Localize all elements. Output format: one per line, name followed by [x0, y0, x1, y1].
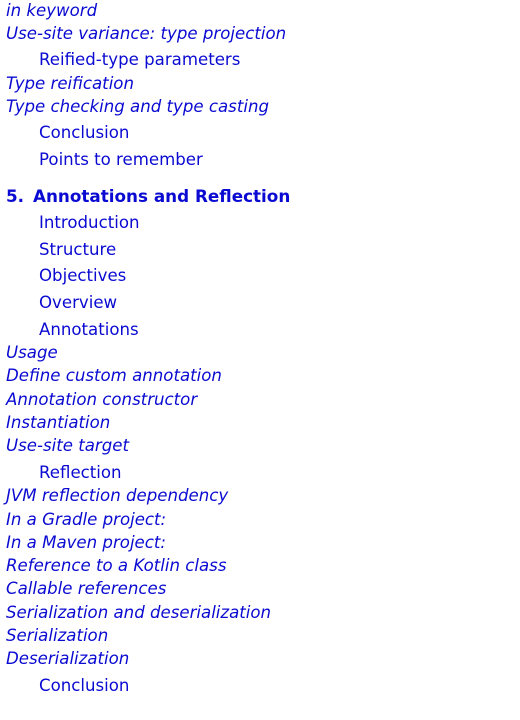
toc-link-conclusion-5[interactable]: Conclusion — [39, 676, 130, 695]
toc-link-instantiation[interactable]: Instantiation — [6, 413, 111, 432]
toc-link-introduction[interactable]: Introduction — [39, 213, 140, 232]
toc-link-reference-kotlin-class[interactable]: Reference to a Kotlin class — [6, 556, 227, 575]
toc-link-reflection[interactable]: Reflection — [39, 463, 122, 482]
toc-link-jvm-reflection-dependency[interactable]: JVM reflection dependency — [6, 486, 229, 505]
toc-link-objectives[interactable]: Objectives — [39, 266, 127, 285]
toc-link-gradle-project[interactable]: In a Gradle project: — [6, 510, 167, 529]
toc-link-structure[interactable]: Structure — [39, 240, 117, 259]
toc-link-use-site-target[interactable]: Use-site target — [6, 436, 129, 455]
toc-link-annotation-constructor[interactable]: Annotation constructor — [6, 390, 198, 409]
toc-link-maven-project[interactable]: In a Maven project: — [6, 533, 166, 552]
toc-link-usage[interactable]: Usage — [6, 343, 58, 362]
toc-link-callable-references[interactable]: Callable references — [6, 579, 167, 598]
toc-link-type-checking[interactable]: Type checking and type casting — [6, 97, 269, 116]
toc-link-in-keyword[interactable]: in keyword — [6, 1, 98, 20]
chapter-title: Annotations and Reflection — [33, 186, 291, 206]
toc-link-type-reification[interactable]: Type reification — [6, 74, 134, 93]
toc-link-define-custom-annotation[interactable]: Define custom annotation — [6, 366, 222, 385]
toc-link-serialization[interactable]: Serialization — [6, 626, 109, 645]
toc-link-points-to-remember[interactable]: Points to remember — [39, 150, 203, 169]
toc-link-overview[interactable]: Overview — [39, 293, 118, 312]
toc-link-use-site-variance[interactable]: Use-site variance: type projection — [6, 24, 287, 43]
toc-link-reified-type-parameters[interactable]: Reified-type parameters — [39, 50, 241, 69]
toc-link-annotations[interactable]: Annotations — [39, 320, 139, 339]
toc-link-deserialization[interactable]: Deserialization — [6, 649, 130, 668]
toc-chapter-5[interactable]: 5. Annotations and Reflection — [6, 184, 290, 208]
toc-link-conclusion-4[interactable]: Conclusion — [39, 123, 130, 142]
toc-link-serialization-and-deserialization[interactable]: Serialization and deserialization — [6, 603, 272, 622]
chapter-number: 5. — [6, 186, 25, 206]
